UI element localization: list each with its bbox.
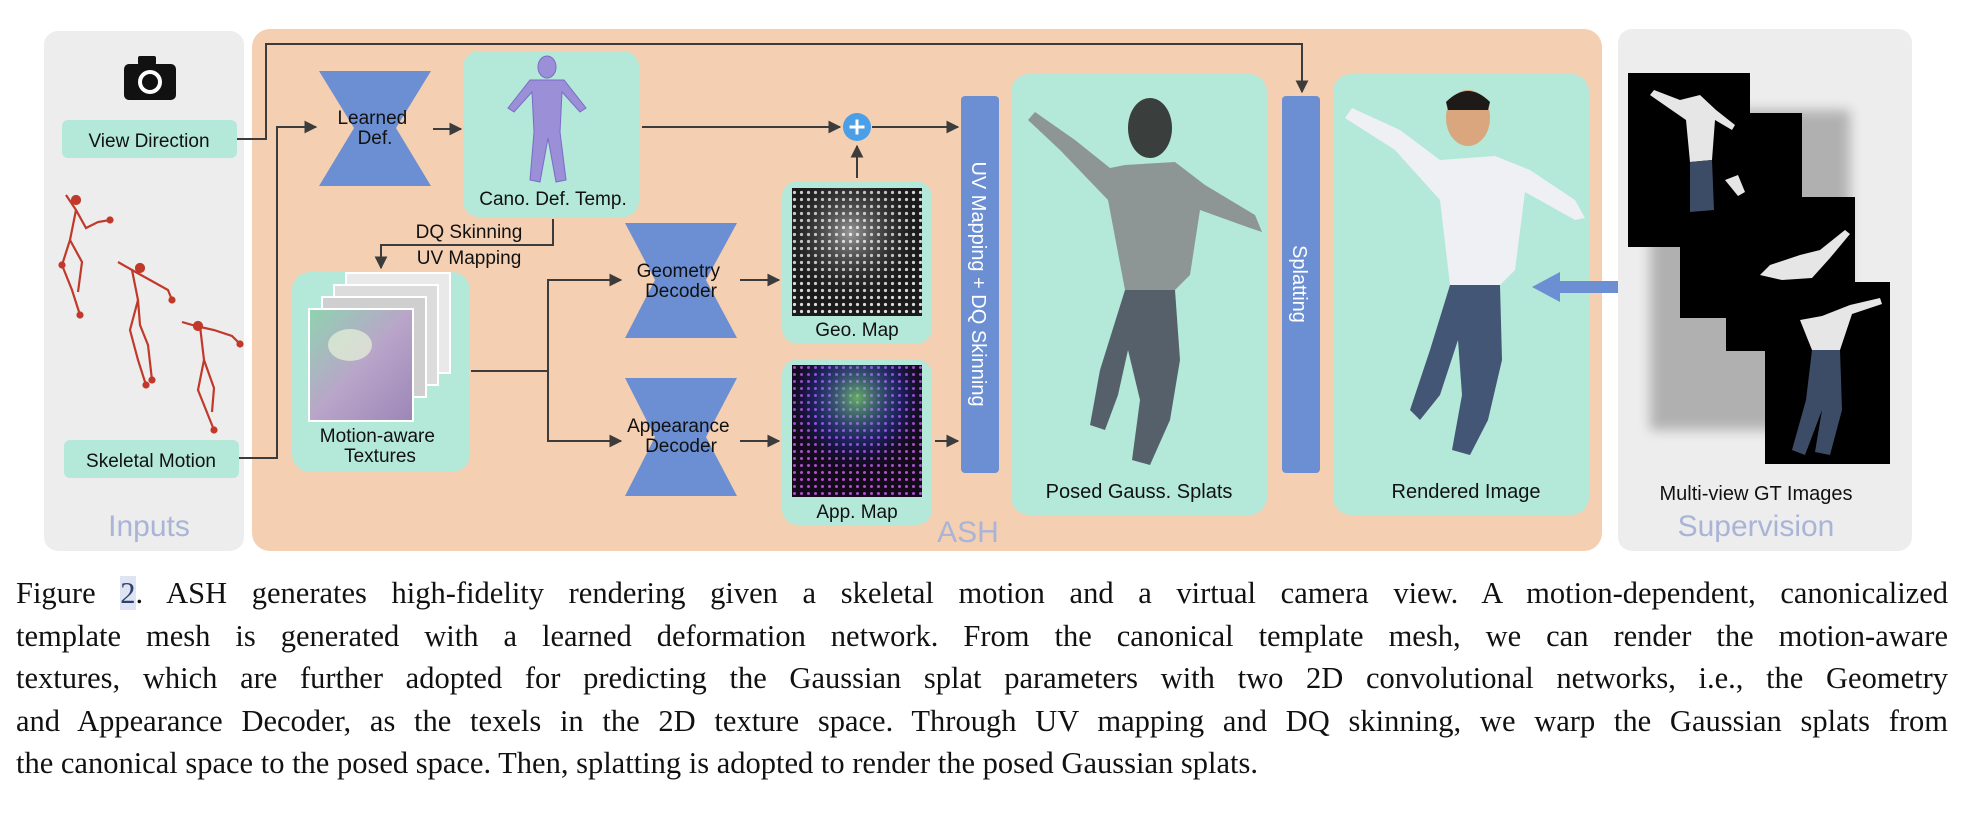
- uv-dq-skinning-bar: [961, 96, 999, 473]
- plus-circle-icon: [843, 113, 871, 141]
- uv-dq-skinning-label: UV Mapping + DQ Skinning: [967, 161, 989, 406]
- ash-section-label: ASH: [937, 516, 999, 549]
- camera-icon: [124, 56, 176, 100]
- textures-branch-arrows: [471, 273, 623, 372]
- caption-figure-prefix: Figure: [16, 576, 121, 610]
- geometry-decoder-label: Geometry Decoder: [637, 261, 726, 302]
- inputs-section-label: Inputs: [108, 510, 190, 543]
- supervision-section-label: Supervision: [1678, 510, 1835, 543]
- caption-line-4: and Appearance Decoder, as the texels in…: [16, 703, 1948, 738]
- caption-line-1: Figure 2. ASH generates high-fidelity re…: [16, 572, 1948, 615]
- splatting-bar: [1282, 96, 1320, 473]
- caption-figure-number[interactable]: 2: [120, 576, 136, 610]
- caption-line-1-text: . ASH generates high-fidelity rendering …: [135, 576, 1949, 610]
- posed-gauss-splats-label: Posed Gauss. Splats: [1046, 481, 1233, 503]
- gt-images-label: Multi-view GT Images: [1659, 483, 1852, 505]
- ash-pipeline-diagram: View Direction Skeletal Motion Inputs AS…: [44, 29, 1912, 551]
- skeleton-figures: [58, 194, 244, 434]
- template-to-textures-arrow: [374, 219, 554, 270]
- splatting-label: Splatting: [1288, 245, 1310, 323]
- appearance-decoder-network: [625, 378, 737, 496]
- view-direction-box: [62, 120, 237, 158]
- skeletal-motion-box: [64, 440, 239, 478]
- geo-map-glow: [792, 188, 922, 316]
- learned-def-label: Learned Def.: [337, 108, 412, 149]
- multi-view-gt-images: [1628, 73, 1890, 464]
- motion-aware-textures-label: Motion-aware Textures: [320, 426, 440, 467]
- app-map-glow: [792, 365, 922, 497]
- textures-to-appearance-arrow: [547, 371, 623, 448]
- caption-line-5: the canonical space to the posed space. …: [16, 746, 1258, 780]
- caption-line-3: textures, which are further adopted for …: [16, 661, 1948, 695]
- skeletal-motion-label: Skeletal Motion: [86, 451, 216, 472]
- app-map-label: App. Map: [816, 502, 897, 523]
- view-direction-arrow: [237, 43, 1309, 140]
- figure-caption: Figure 2. ASH generates high-fidelity re…: [16, 572, 1948, 785]
- rendered-person-figure: [1345, 90, 1585, 455]
- rendered-image-label: Rendered Image: [1392, 481, 1541, 503]
- dq-skinning-label: DQ Skinning: [416, 222, 523, 243]
- canonical-template-mesh: [507, 55, 587, 183]
- cano-def-temp-label: Cano. Def. Temp.: [479, 189, 627, 210]
- geometry-decoder-network: [625, 223, 737, 338]
- texture-stack: [308, 272, 451, 422]
- view-direction-label: View Direction: [88, 131, 209, 152]
- appearance-decoder-label: Appearance Decoder: [627, 416, 735, 457]
- inputs-panel: [44, 31, 244, 551]
- uv-mapping-label: UV Mapping: [417, 248, 522, 269]
- comparison-double-arrow: [1532, 272, 1668, 302]
- geo-map-label: Geo. Map: [815, 320, 898, 341]
- caption-line-2: template mesh is generated with a learne…: [16, 618, 1948, 653]
- learned-def-network: [319, 71, 431, 186]
- skeletal-motion-arrow: [239, 120, 318, 459]
- posed-splats-figure: [1028, 98, 1262, 465]
